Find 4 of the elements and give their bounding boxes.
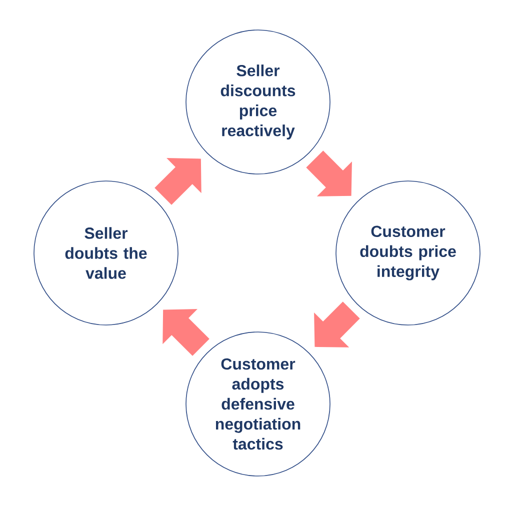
block-arrow [162, 309, 210, 356]
block-arrow [154, 158, 202, 205]
block-arrow [314, 302, 360, 348]
block-arrow [306, 150, 352, 196]
